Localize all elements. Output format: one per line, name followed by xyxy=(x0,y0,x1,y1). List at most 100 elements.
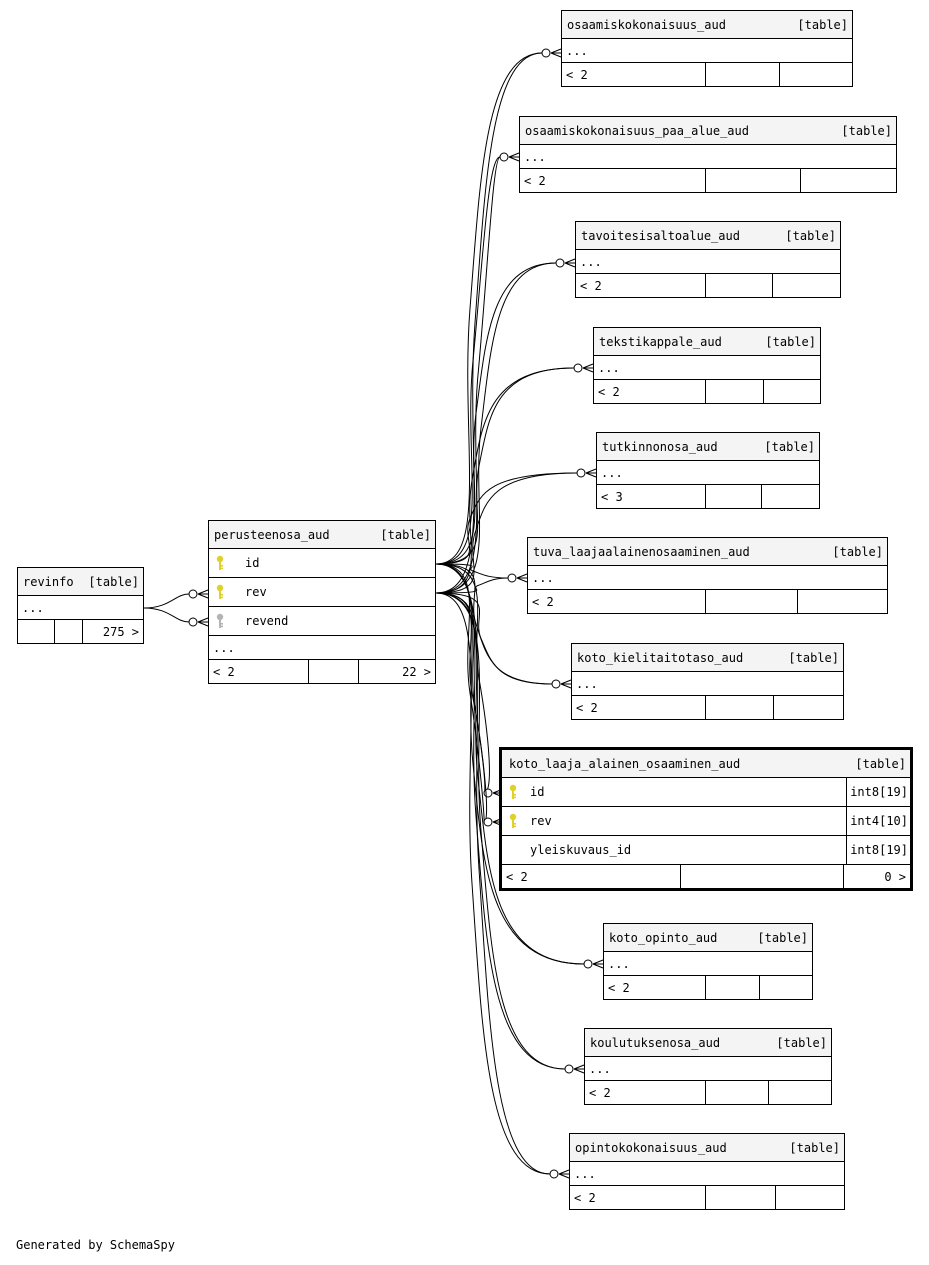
table-name[interactable]: koto_opinto_aud xyxy=(609,930,718,945)
table-header[interactable]: perusteenosa_aud [table] xyxy=(209,521,435,549)
table-footer: < 2 xyxy=(570,1186,844,1209)
table-koto-opinto-aud[interactable]: koto_opinto_aud [table] ... < 2 xyxy=(603,923,813,1000)
table-header[interactable]: koulutuksenosa_aud [table] xyxy=(585,1029,831,1057)
column-row-rev[interactable]: rev int4[10] xyxy=(502,807,910,836)
column-name: rev xyxy=(530,814,552,828)
zero-or-many-ending xyxy=(583,959,604,969)
table-header[interactable]: tuva_laajaalainenosaaminen_aud [table] xyxy=(528,538,887,566)
table-header[interactable]: tavoitesisaltoalue_aud [table] xyxy=(576,222,840,250)
table-type: [table] xyxy=(380,527,431,542)
table-header[interactable]: koto_opinto_aud [table] xyxy=(604,924,812,952)
column-row-revend[interactable]: revend xyxy=(209,607,435,636)
table-header[interactable]: koto_kielitaitotaso_aud [table] xyxy=(572,644,843,672)
column-row-yleiskuvaus-id[interactable]: yleiskuvaus_id int8[19] xyxy=(502,836,910,865)
generated-by-credit: Generated by SchemaSpy xyxy=(16,1238,175,1252)
column-name: id xyxy=(245,556,260,570)
table-opintokokonaisuus-aud[interactable]: opintokokonaisuus_aud [table] ... < 2 xyxy=(569,1133,845,1210)
table-footer: < 2 xyxy=(528,590,887,613)
table-footer: < 2 xyxy=(562,63,852,86)
parents-count[interactable]: < 2 xyxy=(528,590,706,613)
zero-or-many-ending xyxy=(555,258,576,268)
table-name[interactable]: opintokokonaisuus_aud xyxy=(575,1140,727,1155)
table-footer: < 2 0 > xyxy=(502,865,910,888)
table-type: [table] xyxy=(764,439,815,454)
table-header[interactable]: osaamiskokonaisuus_aud [table] xyxy=(562,11,852,39)
table-footer: < 2 xyxy=(594,380,820,403)
table-osaamiskokonaisuus-paa-alue-aud[interactable]: osaamiskokonaisuus_paa_alue_aud [table] … xyxy=(519,116,897,193)
parents-count[interactable]: < 2 xyxy=(562,63,706,86)
table-header[interactable]: revinfo [table] xyxy=(18,568,143,596)
table-header[interactable]: tekstikappale_aud [table] xyxy=(594,328,820,356)
table-name[interactable]: perusteenosa_aud xyxy=(214,527,330,542)
table-perusteenosa-aud[interactable]: perusteenosa_aud [table] id rev revend .… xyxy=(208,520,436,684)
parents-count[interactable]: < 2 xyxy=(502,865,681,888)
table-koulutuksenosa-aud[interactable]: koulutuksenosa_aud [table] ... < 2 xyxy=(584,1028,832,1105)
table-tavoitesisaltoalue-aud[interactable]: tavoitesisaltoalue_aud [table] ... < 2 xyxy=(575,221,841,298)
ellipsis-row: ... xyxy=(594,356,820,380)
table-name[interactable]: osaamiskokonaisuus_paa_alue_aud xyxy=(525,123,749,138)
table-koto-kielitaitotaso-aud[interactable]: koto_kielitaitotaso_aud [table] ... < 2 xyxy=(571,643,844,720)
relationship-edge xyxy=(435,563,485,823)
table-footer: < 2 xyxy=(585,1081,831,1104)
ellipsis-row: ... xyxy=(597,461,819,485)
table-footer: < 2 xyxy=(604,976,812,999)
table-header[interactable]: koto_laaja_alainen_osaaminen_aud [table] xyxy=(502,750,910,778)
table-type: [table] xyxy=(785,228,836,243)
table-name[interactable]: koulutuksenosa_aud xyxy=(590,1035,721,1050)
table-footer: < 2 xyxy=(576,274,840,297)
zero-or-many-ending xyxy=(573,363,594,373)
table-name[interactable]: revinfo xyxy=(23,574,74,589)
table-osaamiskokonaisuus-aud[interactable]: osaamiskokonaisuus_aud [table] ... < 2 xyxy=(561,10,853,87)
primary-key-icon xyxy=(209,578,231,606)
table-name[interactable]: tavoitesisaltoalue_aud xyxy=(581,228,740,243)
parents-count[interactable]: < 2 xyxy=(570,1186,706,1209)
table-header[interactable]: opintokokonaisuus_aud [table] xyxy=(570,1134,844,1162)
zero-or-many-ending xyxy=(188,617,209,627)
table-tutkinnonosa-aud[interactable]: tutkinnonosa_aud [table] ... < 3 xyxy=(596,432,820,509)
relationship-edge xyxy=(435,592,488,823)
parents-count[interactable]: < 3 xyxy=(597,485,706,508)
parents-count xyxy=(18,620,55,643)
table-header[interactable]: tutkinnonosa_aud [table] xyxy=(597,433,819,461)
parents-count[interactable]: < 2 xyxy=(520,169,706,192)
table-header[interactable]: osaamiskokonaisuus_paa_alue_aud [table] xyxy=(520,117,896,145)
table-name[interactable]: koto_laaja_alainen_osaaminen_aud xyxy=(509,756,741,771)
table-tuva-laajaalainenosaaminen-aud[interactable]: tuva_laajaalainenosaaminen_aud [table] .… xyxy=(527,537,888,614)
parents-count[interactable]: < 2 xyxy=(209,660,309,683)
rows-count xyxy=(706,485,762,508)
table-name[interactable]: osaamiskokonaisuus_aud xyxy=(567,17,726,32)
column-row-id[interactable]: id xyxy=(209,549,435,578)
table-type: [table] xyxy=(797,17,848,32)
relationship-edge xyxy=(435,563,509,579)
relationship-edge xyxy=(435,563,490,794)
table-footer: 275 > xyxy=(18,620,143,643)
rows-count xyxy=(55,620,83,643)
relationship-edge xyxy=(143,593,190,609)
parents-count[interactable]: < 2 xyxy=(585,1081,706,1104)
parents-count[interactable]: < 2 xyxy=(576,274,706,297)
column-row-rev[interactable]: rev xyxy=(209,578,435,607)
rows-count xyxy=(681,865,844,888)
children-count xyxy=(774,696,843,719)
table-revinfo[interactable]: revinfo [table] ... 275 > xyxy=(17,567,144,644)
table-name[interactable]: tuva_laajaalainenosaaminen_aud xyxy=(533,544,750,559)
children-count[interactable]: 22 > xyxy=(402,664,431,679)
children-count[interactable]: 0 > xyxy=(884,869,906,884)
table-name[interactable]: tutkinnonosa_aud xyxy=(602,439,718,454)
rows-count xyxy=(706,1186,776,1209)
table-koto-laaja-alainen-osaaminen-aud[interactable]: koto_laaja_alainen_osaaminen_aud [table]… xyxy=(499,747,913,891)
primary-key-icon xyxy=(209,549,231,577)
relationship-edge xyxy=(435,156,501,594)
table-name[interactable]: koto_kielitaitotaso_aud xyxy=(577,650,744,665)
relationship-edge xyxy=(435,367,575,565)
primary-key-icon xyxy=(502,807,524,835)
parents-count[interactable]: < 2 xyxy=(572,696,706,719)
parents-count[interactable]: < 2 xyxy=(594,380,706,403)
table-tekstikappale-aud[interactable]: tekstikappale_aud [table] ... < 2 xyxy=(593,327,821,404)
table-name[interactable]: tekstikappale_aud xyxy=(599,334,722,349)
table-footer: < 2 xyxy=(520,169,896,192)
column-row-id[interactable]: id int8[19] xyxy=(502,778,910,807)
parents-count[interactable]: < 2 xyxy=(604,976,706,999)
children-count[interactable]: 275 > xyxy=(102,624,139,639)
ellipsis-row: ... xyxy=(562,39,852,63)
